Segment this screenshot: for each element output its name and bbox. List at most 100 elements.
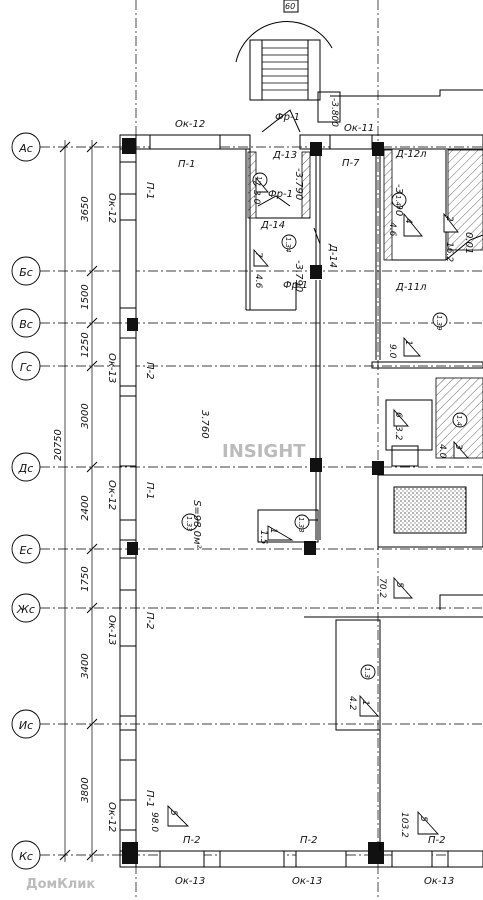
room-marker: 2 16.2 [443,212,459,262]
svg-text:Ок-12: Ок-12 [106,802,117,832]
svg-text:Фр-1: Фр-1 [268,189,293,200]
svg-text:3650: 3650 [80,196,91,221]
svg-text:1: 1 [403,340,413,346]
svg-text:60: 60 [285,2,295,11]
svg-text:П-7: П-7 [342,158,360,169]
svg-text:Ас: Ас [18,142,33,155]
room-marker: 1.4 3 4.0 [437,412,469,459]
room-marker: 1.34 7 3.0 [251,172,269,205]
svg-text:103.2: 103.2 [399,812,409,838]
room-marker: 5 98.0 [149,804,190,832]
svg-text:4: 4 [403,218,413,224]
svg-text:1.4: 1.4 [394,195,402,206]
room-marker: 5 103.2 [399,810,440,838]
door-labels: Д-13 Д-12л Д-14 Д-14 Д-11л Фр-1 Фр-1 Фр-… [257,109,427,293]
svg-text:1.3: 1.3 [363,667,371,678]
svg-text:2: 2 [444,216,454,222]
svg-text:4.2: 4.2 [347,696,357,711]
partition-labels: П-1 П-2 П-1 П-2 П-1 П-1 П-7 П-2 П-2 П-2 [144,158,446,846]
room-marker: 6 3.2 [391,408,419,467]
svg-text:Вс: Вс [19,318,33,331]
svg-text:Фр-1: Фр-1 [275,112,300,123]
svg-text:4.0: 4.0 [437,444,447,459]
svg-text:Бс: Бс [19,266,33,279]
room-marker: 5 70.2 [377,576,414,599]
room-marker: 1.34 7 4.6 [253,234,297,289]
svg-text:4.6: 4.6 [253,274,263,289]
svg-text:Ес: Ес [20,544,33,557]
svg-text:70.2: 70.2 [377,578,387,598]
svg-text:П-2: П-2 [144,362,155,380]
svg-text:Ок-13: Ок-13 [106,615,117,645]
svg-text:Ок-13: Ок-13 [292,876,322,887]
svg-text:1.4: 1.4 [455,415,463,426]
svg-text:ДомКлик: ДомКлик [26,877,95,892]
svg-text:4.6: 4.6 [387,222,397,237]
svg-text:5: 5 [394,582,404,588]
svg-text:Ис: Ис [19,719,33,732]
svg-text:3.0: 3.0 [251,190,261,205]
level-marks: -3.790 -3.790 -3.790 3.760 0.01 [199,168,474,439]
svg-text:1: 1 [360,700,370,706]
svg-text:1750: 1750 [80,566,91,591]
svg-text:Ок-12: Ок-12 [106,193,117,223]
axis-bubbles: Ас Бс Вс Гс Дс Ес Жс Ис Кс [11,132,41,870]
svg-text:9.0: 9.0 [387,344,397,359]
svg-text:2400: 2400 [80,495,91,520]
svg-text:Д-14: Д-14 [327,243,338,268]
axis-bubble-as: Ас [11,132,41,162]
svg-text:0.01: 0.01 [463,232,474,254]
entrance-stair: -3.800 60 [235,0,483,127]
svg-text:Гс: Гс [20,361,32,374]
axis-bubble-zhs: Жс [11,593,41,623]
room-markers: 1.34 7 3.0 1.34 7 4.6 1.4 4 4.6 2 16.2 [149,172,469,838]
interior-partitions [245,149,483,851]
svg-text:Ок-13: Ок-13 [106,353,117,383]
svg-text:-3.800: -3.800 [329,98,339,127]
svg-text:3.760: 3.760 [199,410,210,439]
axis-bubble-ks: Кс [11,840,41,870]
svg-text:Ок-12: Ок-12 [106,480,117,510]
svg-text:Ок-12: Ок-12 [175,119,205,130]
window-labels: Ок-12 Ок-11 Ок-12 Ок-13 Ок-12 Ок-13 Ок-1… [106,119,454,887]
top-windows [149,134,373,150]
svg-text:3.2: 3.2 [393,426,403,441]
svg-text:1.5: 1.5 [258,530,268,545]
svg-text:Ок-13: Ок-13 [175,876,205,887]
svg-text:П-2: П-2 [428,835,446,846]
svg-text:1.34: 1.34 [284,237,292,253]
svg-text:Фр-1: Фр-1 [283,280,308,291]
svg-text:П-2: П-2 [183,835,201,846]
svg-text:7: 7 [253,252,263,258]
svg-text:S=98.0м²: S=98.0м² [191,500,202,549]
svg-text:5: 5 [168,810,178,816]
svg-text:1250: 1250 [80,332,91,357]
svg-text:П-1: П-1 [178,159,196,170]
svg-text:Жс: Жс [16,603,35,616]
svg-text:П-2: П-2 [300,835,318,846]
room-marker: 1.3 1 4.2 [347,664,380,717]
bottom-windows [159,850,483,868]
svg-text:6: 6 [393,412,403,418]
svg-text:1.39: 1.39 [435,315,443,331]
svg-text:Д-11л: Д-11л [395,282,427,293]
dimension-chain: 3650 1500 1250 3000 2400 1750 3400 3800 … [53,140,98,862]
svg-text:Дс: Дс [18,462,34,475]
svg-text:20750: 20750 [53,429,64,461]
svg-text:Ок-13: Ок-13 [424,876,454,887]
svg-text:16.2: 16.2 [444,242,454,262]
svg-text:-3.790: -3.790 [293,260,304,292]
svg-text:5: 5 [418,816,428,822]
svg-text:INSIGHT: INSIGHT [222,441,306,462]
svg-text:3: 3 [453,444,463,450]
left-windows [119,161,137,831]
svg-text:Д-14: Д-14 [260,220,285,231]
svg-text:Д-13: Д-13 [272,150,297,161]
room-marker: 1.4 4 4.6 [387,192,423,237]
svg-text:3800: 3800 [80,777,91,802]
room-marker: 1.33 1 1.5 [258,514,310,545]
svg-text:П-2: П-2 [144,612,155,630]
svg-text:1500: 1500 [80,284,91,309]
svg-text:П-1: П-1 [144,790,155,808]
svg-text:7: 7 [251,180,261,186]
